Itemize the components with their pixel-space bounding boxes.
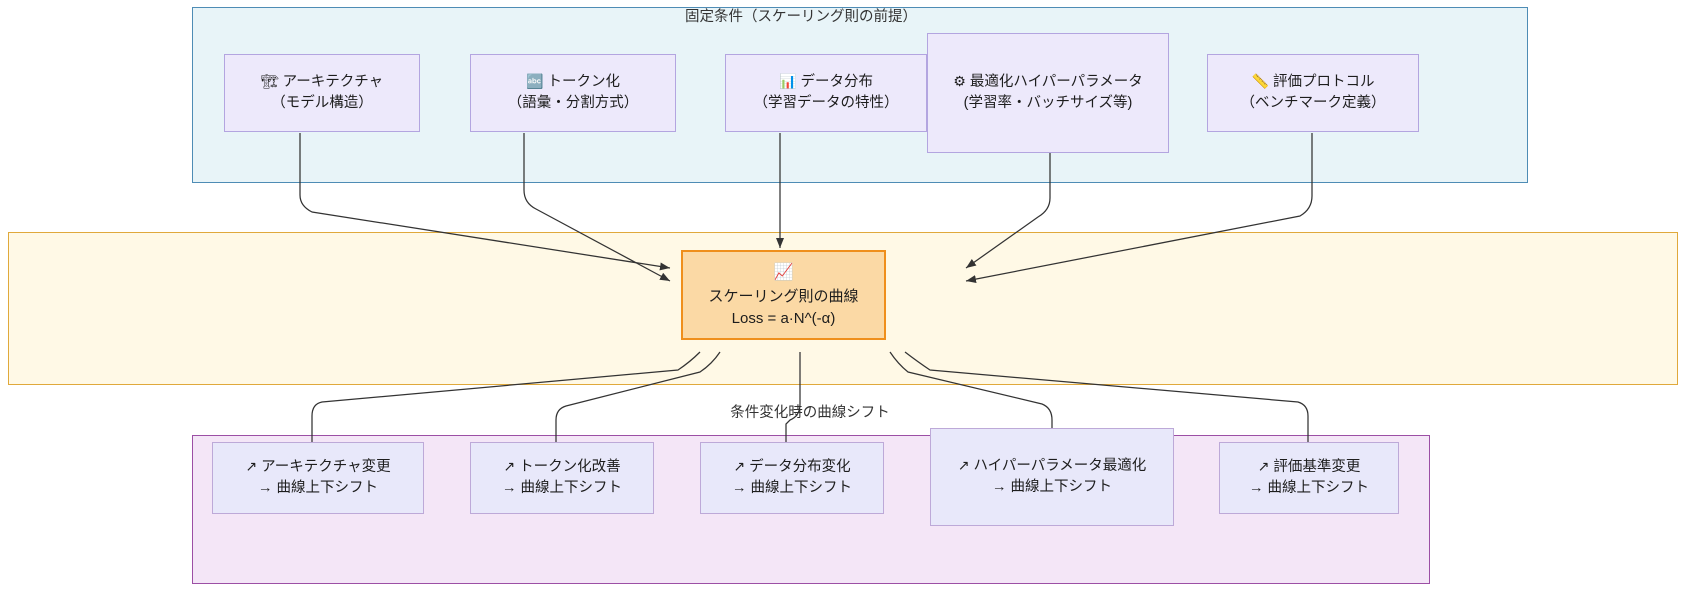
node-evaluation-protocol-title: 📏評価プロトコル: [1251, 72, 1375, 90]
node-scaling-law-curve[interactable]: 📈 スケーリング則の曲線 Loss = a·N^(-α): [681, 250, 886, 340]
arrow-up-right-icon: ↗: [957, 456, 970, 473]
node-shift-evaluation[interactable]: ↗評価基準変更 → 曲線上下シフト: [1219, 442, 1399, 514]
node-architecture-subtitle: （モデル構造）: [271, 95, 373, 111]
node-shift-evaluation-title: ↗評価基準変更: [1257, 457, 1361, 475]
node-architecture[interactable]: 🏗アーキテクチャ （モデル構造）: [224, 54, 420, 132]
node-architecture-title: 🏗アーキテクチャ: [260, 72, 384, 90]
arrow-up-right-icon: ↗: [1257, 457, 1270, 474]
bar-chart-icon: 📊: [779, 72, 797, 89]
chart-increasing-icon: 📈: [773, 263, 794, 281]
node-shift-tokenization[interactable]: ↗トークン化改善 → 曲線上下シフト: [470, 442, 654, 514]
node-hyperparameters-title: ⚙最適化ハイパーパラメータ: [953, 72, 1143, 90]
node-evaluation-protocol[interactable]: 📏評価プロトコル （ベンチマーク定義）: [1207, 54, 1419, 132]
node-shift-architecture-title: ↗アーキテクチャ変更: [245, 457, 391, 475]
ruler-icon: 📏: [1251, 72, 1269, 89]
node-shift-tokenization-title: ↗トークン化改善: [503, 457, 621, 475]
node-shift-tokenization-effect: → 曲線上下シフト: [501, 480, 623, 496]
node-data-distribution[interactable]: 📊データ分布 （学習データの特性）: [725, 54, 927, 132]
node-scaling-law-curve-formula: Loss = a·N^(-α): [731, 309, 836, 327]
node-evaluation-protocol-subtitle: （ベンチマーク定義）: [1240, 95, 1386, 111]
arrow-up-right-icon: ↗: [245, 457, 258, 474]
node-tokenization[interactable]: 🔤トークン化 （語彙・分割方式）: [470, 54, 676, 132]
node-tokenization-title: 🔤トークン化: [526, 72, 620, 90]
node-scaling-law-curve-title: スケーリング則の曲線: [708, 287, 859, 305]
construction-icon: 🏗: [260, 72, 279, 89]
node-data-distribution-subtitle: （学習データの特性）: [753, 95, 899, 111]
gear-icon: ⚙: [953, 72, 966, 89]
node-shift-data-distribution[interactable]: ↗データ分布変化 → 曲線上下シフト: [700, 442, 884, 514]
node-shift-hyperparameters[interactable]: ↗ハイパーパラメータ最適化 → 曲線上下シフト: [930, 428, 1174, 526]
node-shift-hyperparameters-title: ↗ハイパーパラメータ最適化: [957, 456, 1147, 474]
node-hyperparameters-subtitle: (学習率・バッチサイズ等): [963, 95, 1133, 111]
node-data-distribution-title: 📊データ分布: [779, 72, 873, 90]
node-tokenization-subtitle: （語彙・分割方式）: [507, 95, 639, 111]
node-shift-hyperparameters-effect: → 曲線上下シフト: [991, 479, 1113, 495]
arrow-up-right-icon: ↗: [733, 457, 746, 474]
node-hyperparameters[interactable]: ⚙最適化ハイパーパラメータ (学習率・バッチサイズ等): [927, 33, 1169, 153]
node-shift-data-distribution-effect: → 曲線上下シフト: [731, 480, 853, 496]
node-shift-data-distribution-title: ↗データ分布変化: [733, 457, 851, 475]
cluster-curve-shift-label: 条件変化時の曲線シフト: [730, 405, 890, 421]
cluster-fixed-conditions-label: 固定条件（スケーリング則の前提）: [685, 9, 917, 25]
arrow-up-right-icon: ↗: [503, 457, 516, 474]
node-shift-architecture[interactable]: ↗アーキテクチャ変更 → 曲線上下シフト: [212, 442, 424, 514]
node-shift-architecture-effect: → 曲線上下シフト: [257, 480, 379, 496]
node-shift-evaluation-effect: → 曲線上下シフト: [1248, 480, 1370, 496]
abc-icon: 🔤: [526, 72, 544, 89]
